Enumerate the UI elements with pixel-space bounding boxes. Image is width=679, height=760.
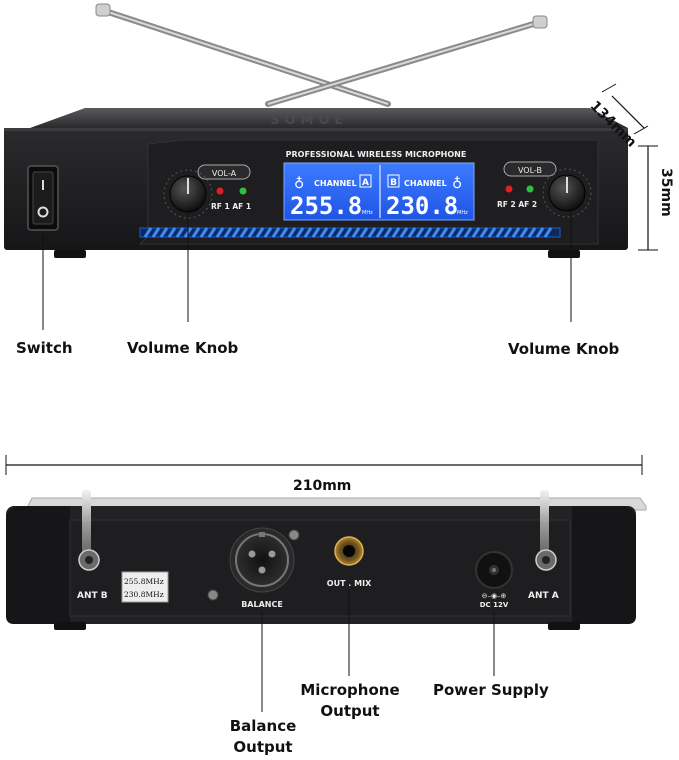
- rf2-af2-label: RF 2 AF 2: [497, 200, 537, 209]
- depth-dimension: [601, 83, 649, 135]
- vol-b-label: VOL-B: [518, 166, 542, 175]
- channel-a-letter: A: [362, 178, 369, 188]
- frequency-b: 230.8: [386, 192, 458, 220]
- power-switch[interactable]: [27, 165, 59, 231]
- volume-knob-right-callout: Volume Knob: [508, 340, 620, 358]
- dc-label: DC 12V: [480, 601, 509, 609]
- antenna-right: [265, 15, 548, 107]
- width-dimension: [5, 455, 643, 475]
- xlr-balance-connector[interactable]: [229, 527, 295, 593]
- channel-b-label: CHANNEL: [404, 179, 447, 188]
- out-mix-jack[interactable]: [334, 536, 364, 566]
- microphone-output-callout: Microphone Output: [298, 680, 402, 722]
- balance-output-line1: Balance: [229, 717, 297, 735]
- front-foot-right: [548, 250, 580, 258]
- led-rf2: [505, 185, 513, 193]
- mhz-unit-a: MHz: [362, 210, 373, 216]
- out-mix-label: OUT . MIX: [327, 579, 372, 588]
- vol-a-label: VOL-A: [212, 169, 237, 178]
- balance-label: BALANCE: [241, 600, 283, 609]
- rear-screw-left: [207, 589, 219, 601]
- lcd-display: ♁ CHANNEL A 255.8 MHz B CHANNEL ♁ 230.8 …: [283, 162, 475, 221]
- front-panel-heading: PROFESSIONAL WIRELESS MICROPHONE: [286, 150, 467, 159]
- switch-callout: Switch: [16, 339, 73, 357]
- rear-screw-right: [288, 529, 300, 541]
- led-af1: [239, 187, 247, 195]
- volume-knob-left-callout: Volume Knob: [127, 339, 239, 357]
- channel-b-letter: B: [390, 178, 397, 188]
- led-af2: [526, 185, 534, 193]
- height-dimension-label: 35mm: [658, 168, 674, 217]
- front-foot-left: [54, 250, 86, 258]
- front-blue-stripe: [139, 227, 561, 238]
- balance-output-line2: Output: [233, 738, 293, 756]
- height-dimension: [638, 145, 658, 251]
- ant-a-label: ANT A: [528, 591, 559, 601]
- dc-power-jack[interactable]: [475, 551, 513, 589]
- mhz-unit-b: MHz: [457, 210, 468, 216]
- balance-output-callout: Balance Output: [222, 716, 304, 758]
- microphone-output-line1: Microphone: [300, 681, 400, 699]
- frequency-a: 255.8: [290, 192, 362, 220]
- mic-icon-a: ♁: [294, 176, 304, 192]
- mic-icon-b: ♁: [452, 176, 462, 192]
- power-supply-callout: Power Supply: [433, 681, 549, 699]
- front-unit-top: [30, 108, 628, 128]
- volume-knob-b[interactable]: [542, 168, 592, 218]
- frequency-sticker: 255.8MHz 230.8MHz: [121, 571, 169, 603]
- volume-knob-a[interactable]: [163, 169, 213, 219]
- led-rf1: [216, 187, 224, 195]
- sticker-freq-2: 230.8MHz: [124, 590, 164, 599]
- rf1-af1-label: RF 1 AF 1: [211, 202, 251, 211]
- antenna-left: [95, 3, 391, 107]
- front-brand-embossed: SOMOE: [270, 113, 348, 128]
- sticker-freq-1: 255.8MHz: [124, 577, 164, 586]
- ant-b-label: ANT B: [77, 591, 108, 601]
- channel-a-label: CHANNEL: [314, 179, 357, 188]
- dc-polarity-icon: ⊖–◉–⊕: [482, 592, 507, 600]
- width-dimension-label: 210mm: [293, 478, 352, 494]
- rear-antenna-a: [535, 490, 557, 571]
- rear-antenna-b: [78, 490, 100, 571]
- microphone-output-line2: Output: [320, 702, 380, 720]
